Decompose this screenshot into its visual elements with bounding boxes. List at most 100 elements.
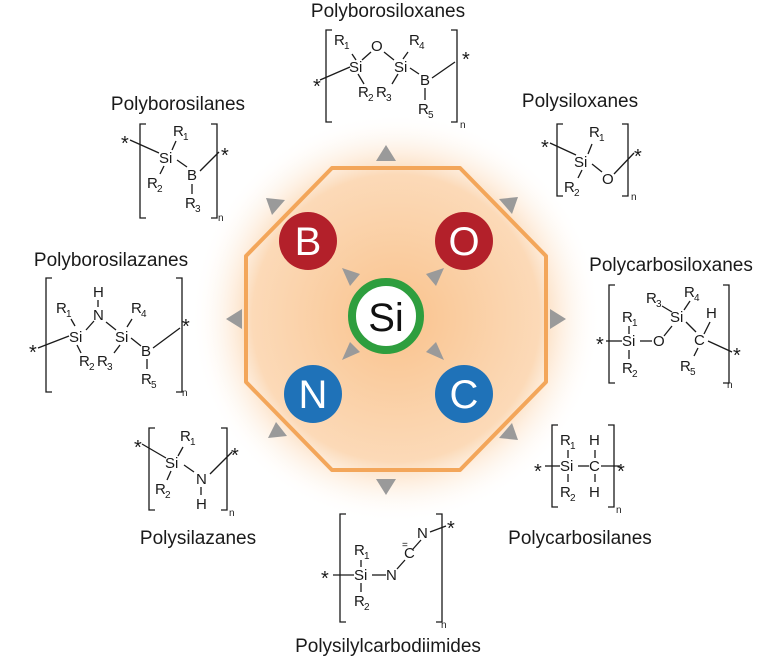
bond-line	[361, 51, 372, 61]
element-b-symbol: B	[295, 220, 322, 264]
bond-line	[549, 142, 577, 156]
bond-line	[663, 325, 673, 337]
atom-text: Si	[394, 59, 407, 76]
bond-line	[661, 305, 673, 313]
atom-text: 3	[107, 362, 113, 373]
atom-text: Si	[159, 150, 172, 167]
polyborosiloxanes-label: Polyborosiloxanes	[311, 1, 465, 22]
bond-line	[693, 347, 699, 357]
atom-text: N	[93, 307, 104, 324]
atom-text: R	[560, 484, 571, 501]
atom-text: H	[589, 484, 600, 501]
bond-line	[707, 340, 733, 353]
atom-text: O	[371, 38, 383, 55]
atom-text: 5	[690, 367, 696, 378]
bond-line	[391, 73, 399, 85]
atom-text: Si	[69, 329, 82, 346]
atom-text: Si	[560, 458, 573, 475]
bond-line	[431, 61, 456, 79]
arrow-upleft-icon	[266, 198, 285, 215]
atom-text: n	[727, 380, 733, 391]
element-n-circle	[284, 365, 342, 423]
atom-text: R	[622, 360, 633, 377]
polysilazanes-label: Polysilazanes	[140, 528, 256, 549]
bracket	[436, 513, 443, 623]
arrow-left-icon	[226, 309, 242, 329]
atom-text: *	[462, 49, 470, 71]
atom-text: 1	[66, 309, 72, 320]
atom-text: C	[694, 332, 705, 349]
arrow-to-b-icon	[342, 268, 360, 286]
atom-text: 1	[632, 318, 638, 329]
atom-text: 2	[574, 188, 580, 199]
atom-text: R	[358, 84, 369, 101]
atom-text: R	[147, 175, 158, 192]
bond-line	[383, 51, 395, 61]
bond-line	[396, 559, 406, 570]
element-n-symbol: N	[299, 373, 328, 417]
atom-text: R	[97, 353, 108, 370]
atom-text: B	[420, 72, 430, 89]
bond-line	[129, 139, 160, 154]
bracket	[339, 513, 346, 623]
bond-line	[183, 464, 195, 473]
atom-text: H	[589, 432, 600, 449]
bond-line	[587, 143, 593, 155]
arrow-downright-icon	[499, 423, 518, 440]
atom-text: R	[409, 32, 420, 49]
atom-text: 2	[165, 490, 171, 501]
atom-text: Si	[670, 309, 683, 326]
atom-text: O	[653, 333, 665, 350]
bond-line	[159, 165, 165, 175]
atom-text: *	[121, 133, 129, 155]
bond-line	[577, 169, 583, 179]
element-n: N	[284, 365, 342, 423]
bracket	[176, 277, 183, 393]
bond-line	[199, 151, 220, 172]
bond-line	[152, 327, 181, 349]
atom-text: *	[313, 76, 321, 98]
bond-line	[402, 51, 409, 60]
arrow-upright-icon	[499, 197, 518, 214]
bond-line	[409, 67, 420, 75]
bracket	[211, 123, 218, 219]
atom-text: 5	[428, 110, 434, 121]
atom-text: R	[376, 84, 387, 101]
bond-line	[412, 539, 422, 550]
atom-text: R	[56, 300, 67, 317]
atom-text: 4	[694, 293, 700, 304]
atom-text: *	[182, 316, 190, 338]
atom-text: 2	[364, 602, 370, 613]
atom-text: *	[733, 345, 741, 367]
arrow-to-c-icon	[426, 342, 444, 360]
atom-text: R	[155, 481, 166, 498]
bracket	[325, 29, 332, 123]
bracket	[608, 284, 615, 384]
bracket	[139, 123, 146, 219]
atom-text: R	[354, 542, 365, 559]
arrow-to-n-icon	[342, 342, 360, 360]
bond-line	[70, 318, 76, 327]
atom-text: *	[29, 342, 37, 364]
atom-text: *	[617, 461, 625, 483]
bond-line	[429, 525, 447, 533]
bond-line	[177, 446, 184, 457]
atom-text: R	[185, 195, 196, 212]
atom-text: Si	[349, 59, 362, 76]
element-o-circle	[435, 212, 493, 270]
bond-line	[171, 140, 177, 151]
bond-line	[703, 321, 711, 335]
atom-text: 1	[183, 132, 189, 143]
atom-text: 1	[599, 133, 605, 144]
arrow-down-icon	[376, 479, 396, 495]
polysilylcarbodiimides-label: Polysilylcarbodiimides	[295, 636, 481, 657]
atom-text: n	[441, 620, 447, 631]
atom-text: R	[684, 284, 695, 301]
element-o: O	[435, 212, 493, 270]
octagon-outline	[244, 166, 548, 472]
atom-text: R	[589, 124, 600, 141]
atom-text: *	[321, 568, 329, 590]
